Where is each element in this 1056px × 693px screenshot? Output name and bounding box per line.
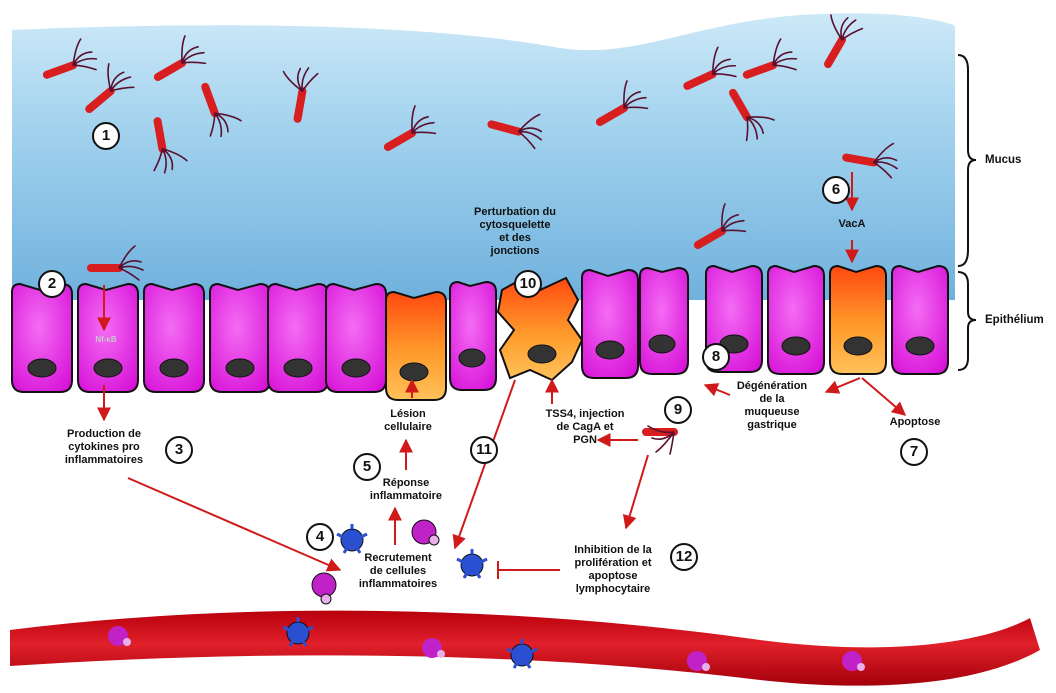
cytoskeleton-label: Perturbation du cytosquelette et des jon… — [460, 206, 570, 258]
nucleus — [342, 359, 370, 377]
step-1-badge: 1 — [92, 122, 120, 150]
bacterium — [646, 426, 674, 454]
nucleus — [226, 359, 254, 377]
degeneration-label: Dégénération de la muqueuse gastrique — [722, 380, 822, 432]
epithelium-label: Epithélium — [985, 314, 1044, 327]
region-braces — [958, 55, 976, 370]
step-7-badge: 7 — [900, 438, 928, 466]
epithelial-cell — [450, 282, 496, 390]
nucleus — [94, 359, 122, 377]
nucleus — [844, 337, 872, 355]
step-6-badge: 6 — [822, 176, 850, 204]
damaged-cell — [830, 266, 886, 374]
inflammatory-response-label: Réponse inflammatoire — [356, 477, 456, 503]
tss4-label: TSS4, injection de CagA et PGN — [530, 408, 640, 447]
nfkb-label: Nf-κB — [86, 333, 126, 346]
vaca-label: VacA — [830, 218, 874, 231]
step-10-badge: 10 — [514, 270, 542, 298]
nucleus — [28, 359, 56, 377]
immune-cell-blue — [457, 549, 487, 578]
step-3-badge: 3 — [165, 436, 193, 464]
nucleus — [459, 349, 485, 367]
nucleus — [596, 341, 624, 359]
step-4-badge: 4 — [306, 523, 334, 551]
immune-cell-purple — [412, 520, 439, 545]
damaged-cell — [498, 278, 582, 380]
immune-cell-purple — [312, 573, 336, 604]
epithelium-brace — [958, 272, 976, 370]
step-11-badge: 11 — [470, 436, 498, 464]
nucleus — [528, 345, 556, 363]
nucleus — [782, 337, 810, 355]
nucleus — [649, 335, 675, 353]
mucus-label: Mucus — [985, 154, 1021, 167]
cytokines-label: Production de cytokines pro inflammatoir… — [44, 428, 164, 467]
inhibition-bar-arrow — [498, 561, 560, 579]
epithelial-cell — [640, 268, 688, 374]
arrow-to-apoptosis — [862, 378, 905, 415]
lesion-label: Lésion cellulaire — [368, 408, 448, 434]
nucleus — [284, 359, 312, 377]
arrow-cytokines-to-recruitment — [128, 478, 340, 570]
mucus-brace — [958, 55, 976, 266]
nucleus — [400, 363, 428, 381]
arrow-cell-to-degeneration — [826, 378, 860, 392]
epithelial-cell — [582, 270, 638, 378]
step-2-badge: 2 — [38, 270, 66, 298]
inhibition-label: Inhibition de la prolifération et apopto… — [558, 544, 668, 596]
immune-cell-blue — [337, 524, 367, 553]
nucleus — [160, 359, 188, 377]
step-12-badge: 12 — [670, 543, 698, 571]
arrow-cytoskeleton-to-recruitment — [455, 380, 515, 548]
arrow-bacterium-to-inhibition — [626, 455, 648, 528]
step-9-badge: 9 — [664, 396, 692, 424]
epithelial-cell — [892, 266, 948, 374]
damaged-cell — [386, 292, 446, 400]
recruitment-label: Recrutement de cellules inflammatoires — [348, 552, 448, 591]
apoptosis-label: Apoptose — [880, 416, 950, 429]
nucleus — [906, 337, 934, 355]
step-8-badge: 8 — [702, 343, 730, 371]
epithelial-cell — [768, 266, 824, 374]
